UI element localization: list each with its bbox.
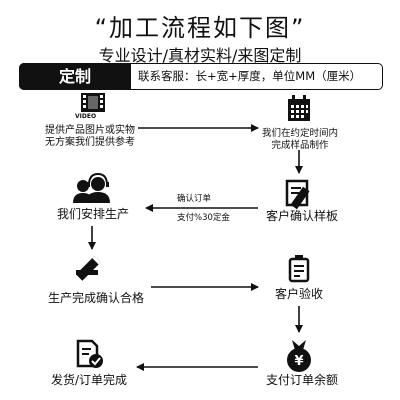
page-subtitle: 专业设计/真材实料/来图定制 <box>98 46 302 65</box>
document-ruler-icon <box>285 179 310 210</box>
page-title: “加工流程如下图” <box>94 14 306 42</box>
step7-label: 支付订单余额 <box>265 373 338 387</box>
step3-label: 客户确认样板 <box>265 209 338 223</box>
customization-note: 联系客服：长+宽+厚度，单位MM（厘米） <box>138 69 362 83</box>
step1-line1: 提供产品图片或实物 <box>45 125 135 136</box>
step2-line1: 我们在约定时间内 <box>261 128 338 139</box>
step1-line2: 无方案我们提供参考 <box>45 137 135 148</box>
step6-label: 客户验收 <box>274 287 323 301</box>
calendar-icon <box>288 95 310 121</box>
support-agents-icon <box>73 172 110 203</box>
custom-badge: 定制 <box>19 63 131 90</box>
step2-line2: 完成样品制作 <box>271 140 329 151</box>
step5-label: 生产完成确认合格 <box>47 291 144 305</box>
shipping-document-icon <box>76 339 103 368</box>
video-label: VIDEO <box>75 113 96 120</box>
video-film-icon: VIDEO <box>74 93 105 120</box>
deposit-note: 支付%30定金 <box>177 213 230 223</box>
step4-label: 我们安排生产 <box>56 207 129 221</box>
money-bag-icon: ¥ <box>287 340 311 372</box>
step1-label: 提供产品图片或实物 无方案我们提供参考 <box>40 125 140 149</box>
clipboard-check-icon <box>288 255 310 283</box>
svg-text:¥: ¥ <box>294 354 303 369</box>
step2-label: 我们在约定时间内 完成样品制作 <box>258 128 342 152</box>
step8-label: 发货/订单完成 <box>50 373 128 387</box>
pencil-edit-icon <box>75 255 101 281</box>
confirm-order-note: 确认订单 <box>177 194 212 204</box>
